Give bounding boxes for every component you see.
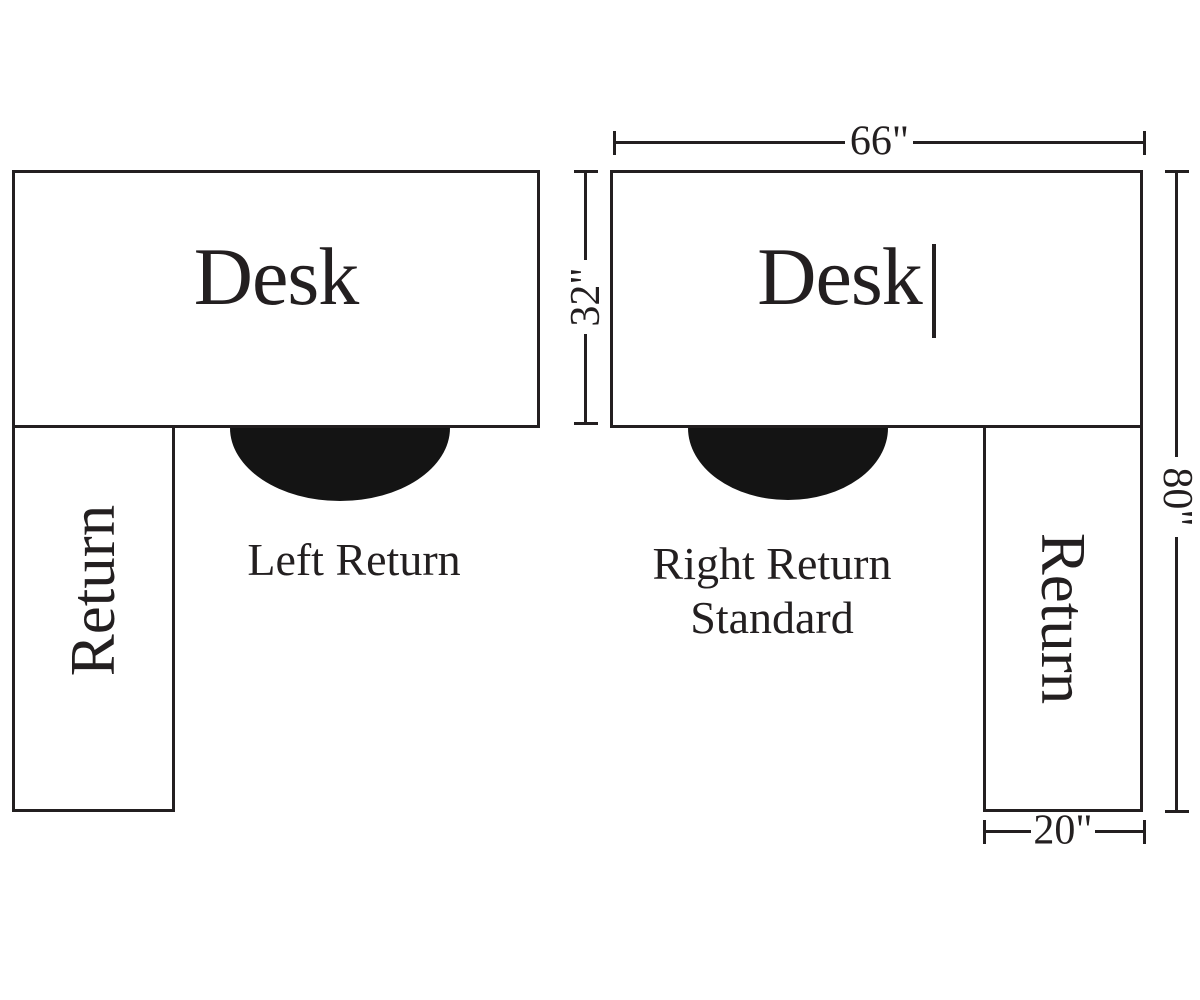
right-caption-line2: Standard [690, 592, 854, 643]
dimension-line [1175, 537, 1178, 811]
dimension-end-cap [1165, 170, 1189, 173]
dimension-end-cap [1165, 810, 1189, 813]
dimension-return-width: 20" [983, 809, 1146, 851]
dimension-end-cap [983, 820, 986, 844]
dimension-end-cap [574, 170, 598, 173]
chair-icon [688, 428, 888, 500]
dimension-line [985, 830, 1031, 833]
dimension-label-overall-depth: 80" [1154, 467, 1200, 527]
dimension-overall-depth: 80" [1154, 170, 1200, 813]
dimension-end-cap [1143, 820, 1146, 844]
left-return-label: Return [58, 504, 128, 677]
right-configuration-caption: Right Return Standard [572, 537, 972, 645]
left-return-outline: Return [12, 425, 175, 812]
dimension-line [1175, 172, 1178, 457]
dimension-end-cap [1143, 131, 1146, 155]
dimension-line [913, 141, 1144, 144]
dimension-label-return-width: 20" [1033, 807, 1093, 854]
dimension-desk-width: 66" [613, 120, 1146, 162]
right-desk-label: Desk [757, 231, 923, 322]
right-return-outline: Return [983, 425, 1143, 812]
chair-icon [230, 428, 450, 501]
dimension-line [584, 334, 587, 423]
right-desk-outline: Desk [610, 170, 1143, 428]
dimension-end-cap [613, 131, 616, 155]
dimension-desk-depth: 32" [563, 170, 609, 425]
text-caret [931, 244, 936, 338]
right-return-label: Return [1028, 532, 1099, 705]
dimension-line [584, 172, 587, 260]
left-configuration-caption: Left Return [247, 534, 461, 585]
dimension-line [1095, 830, 1144, 833]
dimension-label-desk-depth: 32" [563, 267, 609, 327]
left-desk-outline: Desk [12, 170, 540, 428]
right-caption-line1: Right Return [652, 538, 892, 589]
dimension-label-desk-width: 66" [849, 118, 910, 165]
left-desk-label: Desk [193, 231, 360, 322]
dimension-end-cap [574, 422, 598, 425]
dimension-line [615, 141, 845, 144]
